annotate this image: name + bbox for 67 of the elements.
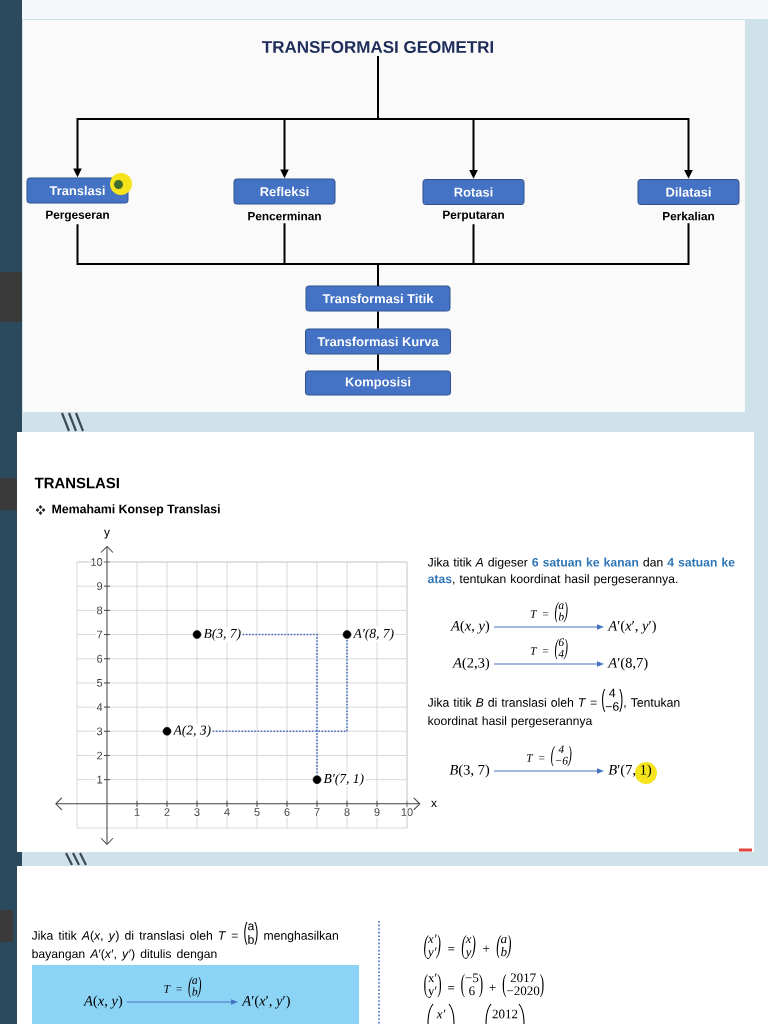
connector-line (377, 222, 690, 287)
x-tick-label: 9 (374, 808, 380, 816)
arrow (493, 624, 603, 630)
formula: B(3, 7) (449, 764, 490, 778)
point (192, 630, 202, 639)
connector-line (377, 353, 379, 372)
arrow (493, 768, 603, 774)
x-axis-title: x (431, 800, 437, 807)
arrow (493, 661, 603, 667)
y-tick-label: 5 (96, 679, 103, 687)
vector-entry: 2012 (492, 1009, 518, 1019)
formula: A′(8,7) (607, 657, 648, 671)
y-tick-label: 1 (97, 775, 103, 784)
y-tick-label: 9 (97, 582, 103, 591)
y-tick-label: 2 (97, 751, 103, 760)
y-tick-label: 6 (97, 654, 103, 663)
subtitle: Pencerminan (248, 211, 321, 221)
paragraph: Jika titik A digeser 6 satuan ke kanan dan 4 satuan ke atas, tentukan koordinat hasil pergeserannya. (427, 557, 735, 586)
process-box: Komposisi (305, 370, 451, 396)
x-tick-label: 5 (254, 808, 260, 816)
x-tick-label: 1 (134, 808, 140, 816)
process-box: Dilatasi (637, 179, 740, 205)
subtitle: Perputaran (443, 210, 504, 222)
y-axis-title: y (104, 529, 110, 539)
process-box: Rotasi (422, 179, 525, 205)
formula: A(x, y) (450, 620, 490, 634)
annotation: B(3, 7) (203, 628, 241, 641)
x-tick-label: 4 (224, 808, 230, 816)
formula: A(x, y) (83, 995, 123, 1009)
subtitle: Pergeseran (46, 210, 109, 222)
annotation: A′(8, 7) (352, 628, 394, 641)
title: TRANSFORMASI GEOMETRI (262, 41, 493, 53)
annotation: B′(7, 1) (323, 773, 364, 786)
subtitle: Perkalian (663, 211, 714, 221)
connector-line (377, 310, 379, 330)
process-box: Refleksi (233, 178, 336, 205)
annotation: A(2, 3) (172, 725, 211, 738)
subheading: Memahami Konsep Translasi (52, 504, 220, 516)
x-tick-label: 2 (164, 808, 170, 816)
process-box: Transformasi Kurva (305, 328, 451, 355)
formula: B′(7, 1) (608, 764, 652, 778)
vector-entry: x′ (436, 1009, 446, 1019)
paragraph: Jika titik B di translasi oleh T = ($^{4}$$_{−6}$), Tentukan koordinat hasil pergeserannya (427, 688, 680, 728)
y-tick-label: 7 (97, 630, 103, 639)
formula: A(2,3) (452, 657, 490, 671)
formula: A′(x′, y′) (607, 620, 656, 634)
process-box: Transformasi Titik (305, 285, 451, 312)
equation: ($^{x′}$$_{y′}$) = ($^{x}$$_{y}$) + ($^{a}$$_{b}$) (424, 934, 511, 959)
point (162, 727, 172, 736)
x-tick-label: 6 (284, 808, 290, 816)
x-tick-label: 10 (401, 808, 413, 816)
x-tick-label: 7 (314, 808, 320, 816)
paragraph: Jika titik A(x, y) di translasi oleh T = ($^{a}$$_{b}$) menghasilkan bayangan A′(x′, y′) ditulis dengan (31, 921, 338, 961)
edge-label: T = ($^{a}$$_{b}$) (162, 974, 203, 1001)
point (342, 630, 352, 639)
heading: TRANSLASI (34, 477, 119, 489)
y-tick-label: 4 (96, 703, 103, 711)
x-tick-label: 3 (194, 808, 200, 816)
y-tick-label: 10 (91, 558, 103, 566)
y-tick-label: 8 (97, 606, 103, 615)
point (312, 775, 322, 784)
formula: A′(x′, y′) (241, 995, 290, 1009)
y-tick-label: 3 (96, 727, 103, 736)
equation: ($^{x′}$$_{y′}$) = ($^{−5}$$_{6}$) + ($^{2017}$$_{−2020}$) (424, 973, 544, 998)
arrow (126, 999, 237, 1005)
x-tick-label: 8 (344, 808, 350, 816)
highlight-box (32, 965, 359, 1024)
